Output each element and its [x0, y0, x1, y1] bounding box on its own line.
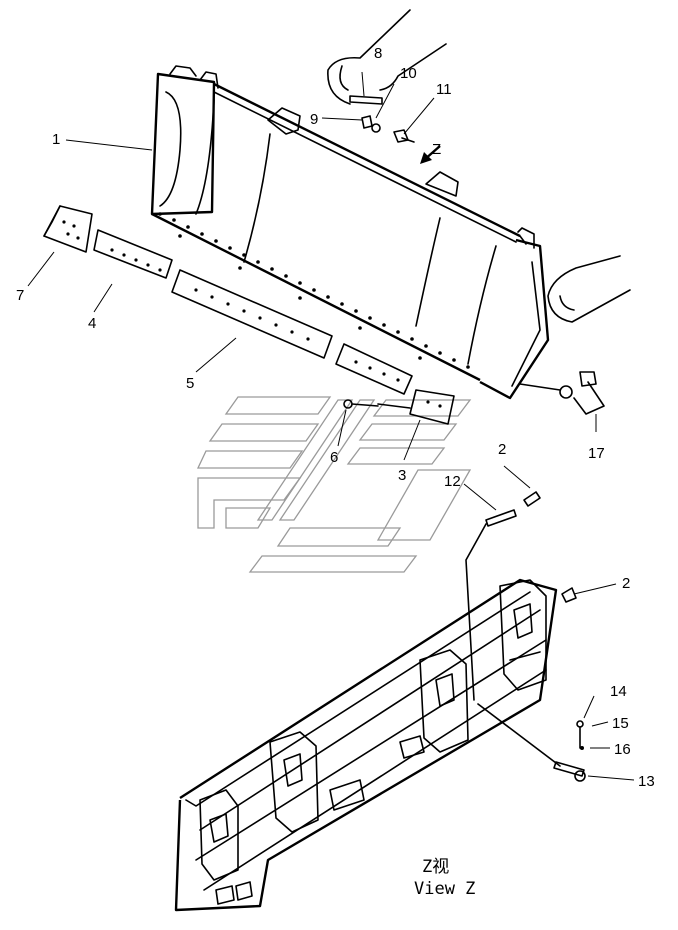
caption-english: View Z	[414, 879, 475, 899]
part-label-12: 12	[444, 473, 461, 490]
cutting-edge-right	[335, 343, 413, 395]
caption-chinese: Z视	[422, 857, 449, 877]
part-label-4: 4	[88, 315, 96, 332]
view-marker: Z	[432, 141, 441, 158]
view-z-arrow: Z	[420, 141, 441, 164]
part-label-2-lower: 2	[622, 575, 630, 592]
part-label-13: 13	[638, 773, 655, 790]
part-label-5: 5	[186, 375, 194, 392]
part-label-14: 14	[610, 683, 627, 700]
cutting-edge-4	[93, 229, 173, 279]
view-caption: Z视 View Z	[414, 857, 475, 899]
part-label-16: 16	[614, 741, 631, 758]
bucket-assembly	[150, 65, 550, 400]
part-label-10: 10	[400, 65, 417, 82]
tilt-arm-hook	[547, 255, 631, 323]
part-label-7: 7	[16, 287, 24, 304]
part-label-17: 17	[588, 445, 605, 462]
end-bit-right	[409, 389, 455, 425]
pin-12	[465, 491, 586, 782]
part-label-6: 6	[330, 449, 338, 466]
bucket-rear-view	[174, 578, 558, 912]
part-label-8: 8	[374, 45, 382, 62]
part-label-11: 11	[436, 81, 452, 98]
part-label-15: 15	[612, 715, 629, 732]
pin-assembly	[349, 95, 415, 143]
part-label-3: 3	[398, 467, 406, 484]
lift-arm-hook	[327, 9, 447, 105]
part-label-9: 9	[310, 111, 318, 128]
end-bit-left	[43, 205, 93, 253]
cutting-edge-5	[171, 269, 333, 359]
part-labels: 1 2 2 3 4 5 6 7 8 9 10 11 12 13 14 15 16…	[16, 45, 655, 790]
nut-17	[519, 371, 605, 415]
edge-holes	[158, 212, 470, 369]
leader-lines	[27, 71, 635, 781]
watermark-logo	[196, 396, 472, 573]
bolt-6	[343, 399, 411, 409]
part-label-1: 1	[52, 131, 60, 148]
part-label-2-upper: 2	[498, 441, 506, 458]
